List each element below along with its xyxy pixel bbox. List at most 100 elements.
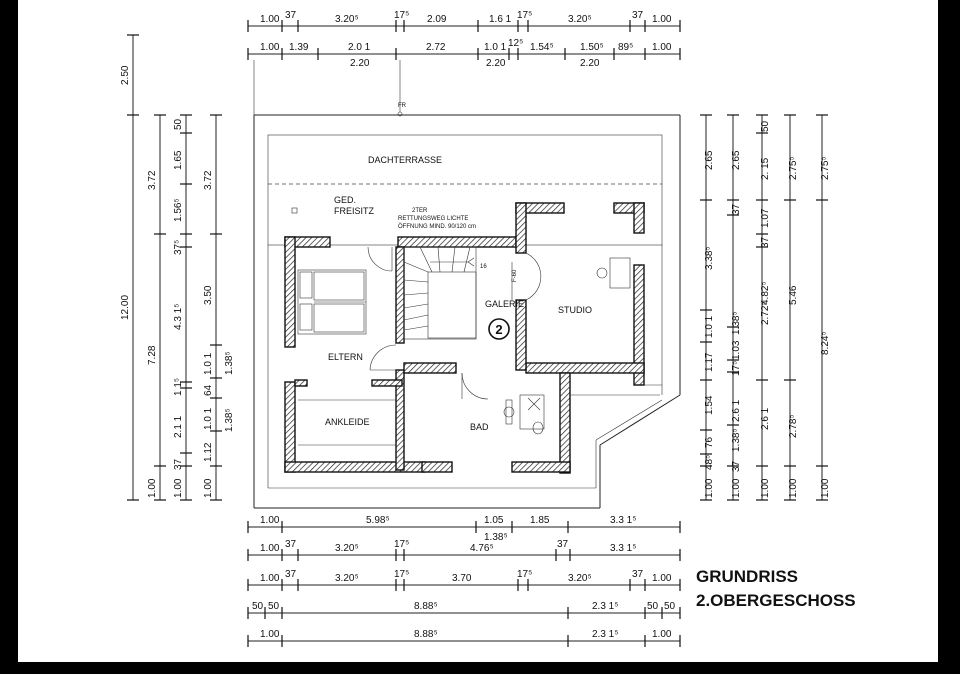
dim-label: 1.00 — [820, 478, 831, 498]
bathtub-furniture — [519, 394, 545, 430]
dim-label: 2.0 1 — [348, 42, 371, 53]
dim-label: 3.70 — [452, 573, 472, 584]
room-label-freisitz-1: GED. — [334, 195, 356, 205]
dim-label: 1.38⁵ — [224, 351, 235, 375]
note-rettungsweg-3: ÖFFNUNG MIND. 90/120 cm — [398, 223, 476, 230]
dim-label: 1.38⁵ — [484, 532, 508, 543]
dim-label: 17⁵ — [394, 539, 409, 550]
dim-label: 1.38⁵ — [731, 428, 742, 452]
dim-label: 2.65 — [704, 150, 715, 170]
dim-label: 3.3 1⁵ — [610, 543, 636, 554]
room-label-dachterrasse: DACHTERRASSE — [368, 155, 442, 165]
dim-label: 50 — [647, 601, 659, 612]
dim-label: 1.00 — [652, 14, 672, 25]
dim-label: 1.00 — [788, 478, 799, 498]
dim-label: 37⁵ — [173, 240, 184, 255]
dim-label: 37 — [632, 10, 644, 21]
dim-label: 1.38⁵ — [224, 408, 235, 432]
dim-label: 3.50 — [203, 285, 214, 305]
dim-label: 1.54 — [704, 395, 715, 415]
dim-label: 3.72 — [147, 170, 158, 190]
dim-label: 5.46 — [788, 285, 799, 305]
dim-label: 1 1⁵ — [173, 378, 184, 396]
dim-label: 1.00 — [652, 573, 672, 584]
dim-label: 1.0 1 — [203, 407, 214, 430]
dim-label: 76 — [704, 436, 715, 448]
dim-label: 1.12 — [203, 442, 214, 462]
dim-label: 7.28 — [147, 345, 158, 365]
dim-label: 2.3 1⁵ — [592, 601, 618, 612]
stair-steps-label: 16 — [480, 264, 487, 270]
dim-label: 37 — [285, 539, 297, 550]
dim-label: 12⁵ — [508, 38, 523, 49]
dim-label: 1.00 — [731, 478, 742, 498]
dim-label: 17⁵ — [517, 10, 532, 21]
dim-label: 3.20⁵ — [335, 543, 359, 554]
dim-label: 1.00 — [260, 573, 280, 584]
dim-label: 50 — [252, 601, 264, 612]
dim-label: 50 — [664, 601, 676, 612]
room-label-studio: STUDIO — [558, 305, 592, 315]
dim-label: 1.0 1 — [484, 42, 507, 53]
dim-label: 3.3 1⁵ — [610, 515, 636, 526]
left-dimension-chain-2: 3.72 7.28 1.00 — [147, 114, 166, 501]
dim-label: 1.56⁵ — [173, 198, 184, 222]
dim-label: 3.20⁵ — [335, 14, 359, 25]
dim-label: 2.72 — [426, 42, 446, 53]
right-dimension-chain-1: 2.65 3.38⁵ 1.0 1 1.17 1.54 76 48⁵ 1.00 — [700, 114, 715, 501]
right-dimension-chain-3: 50 2. 15 1.07 37 4.82⁵ 2.6 1 1.00 — [756, 114, 771, 501]
dim-label: 37 — [173, 458, 184, 470]
bottom-dimension-chain-3: 1.00 37 3.20⁵ 17⁵ 3.70 17⁵ 3.20⁵ 37 1.00 — [247, 569, 681, 591]
dim-label: 2.20 — [580, 58, 600, 69]
dim-label: 17⁵ — [394, 569, 409, 580]
dim-label: 2.75⁵ — [788, 156, 799, 180]
dim-label: 2.75⁵ — [820, 156, 831, 180]
dim-label: 1.00 — [173, 478, 184, 498]
dim-label: 1.00 — [147, 478, 158, 498]
dim-label: 1.17 — [704, 352, 715, 372]
bottom-dimension-chain-2: 1.00 37 3.20⁵ 17⁵ 4.76⁵ 37 3.3 1⁵ — [247, 539, 681, 561]
dim-label: 2.65 — [731, 150, 742, 170]
top-dimension-chain-1: 1.00 37 3.20⁵ 17⁵ 2.09 1.6 1 17⁵ 3.20⁵ 3… — [247, 10, 681, 32]
dim-label: 48⁵ — [704, 455, 715, 470]
dim-label: 37 — [760, 236, 771, 248]
dim-label: 2.1 1 — [173, 415, 184, 438]
dim-label: 37 — [731, 203, 742, 215]
dim-label: 1.0 1 — [203, 352, 214, 375]
dim-label: 2.6 1 — [760, 407, 771, 430]
room-label-bad: BAD — [470, 422, 489, 432]
dim-label: 3.38⁵ — [704, 246, 715, 270]
bottom-dimension-chain-1: 1.00 5.98⁵ 1.05 1.85 3.3 1⁵ 1.38⁵ — [247, 515, 681, 543]
room-label-freisitz-2: FREISITZ — [334, 206, 375, 216]
right-dimension-chain-3b: 2.75⁵ 5.46 2.78⁵ 1.00 2.72⁵ — [760, 114, 799, 501]
room-label-ankleide: ANKLEIDE — [325, 417, 370, 427]
dim-label: 2.09 — [427, 14, 447, 25]
f60-label: F-60 — [512, 269, 518, 282]
dim-label: 8.24⁵ — [820, 331, 831, 355]
dim-label: 3.72 — [203, 170, 214, 190]
dim-label: 50 — [760, 120, 771, 132]
dim-label: 3.20⁵ — [568, 14, 592, 25]
dim-label: 5.98⁵ — [366, 515, 390, 526]
dim-label: 17⁵ — [394, 10, 409, 21]
dim-label: 12.00 — [120, 295, 131, 320]
dim-label: 2.3 1⁵ — [592, 629, 618, 640]
dim-label: 1.00 — [260, 629, 280, 640]
dim-label: 1.50⁵ — [580, 42, 604, 53]
building-plan: 16 F-60 — [267, 134, 663, 489]
dim-label: 2.50 — [120, 65, 131, 85]
dim-label: 50 — [173, 118, 184, 130]
dim-label: 17⁵ — [517, 569, 532, 580]
floor-plan-drawing: 1.00 37 3.20⁵ 17⁵ 2.09 1.6 1 17⁵ 3.20⁵ 3… — [120, 10, 856, 647]
dim-label: 37 — [285, 569, 297, 580]
dim-label: 1.6 1 — [489, 14, 512, 25]
note-rettungsweg-2: RETTUNGSWEG LICHTE — [398, 216, 468, 222]
level-marker — [488, 318, 510, 340]
dim-label: 1.00 — [760, 478, 771, 498]
dim-label: 2. 15 — [760, 157, 771, 180]
dim-label: 8.88⁵ — [414, 601, 438, 612]
room-label-eltern: ELTERN — [328, 352, 363, 362]
note-rettungsweg-1: 2TER — [412, 208, 428, 214]
stair — [403, 246, 477, 340]
dim-label: 1.00 — [260, 543, 280, 554]
